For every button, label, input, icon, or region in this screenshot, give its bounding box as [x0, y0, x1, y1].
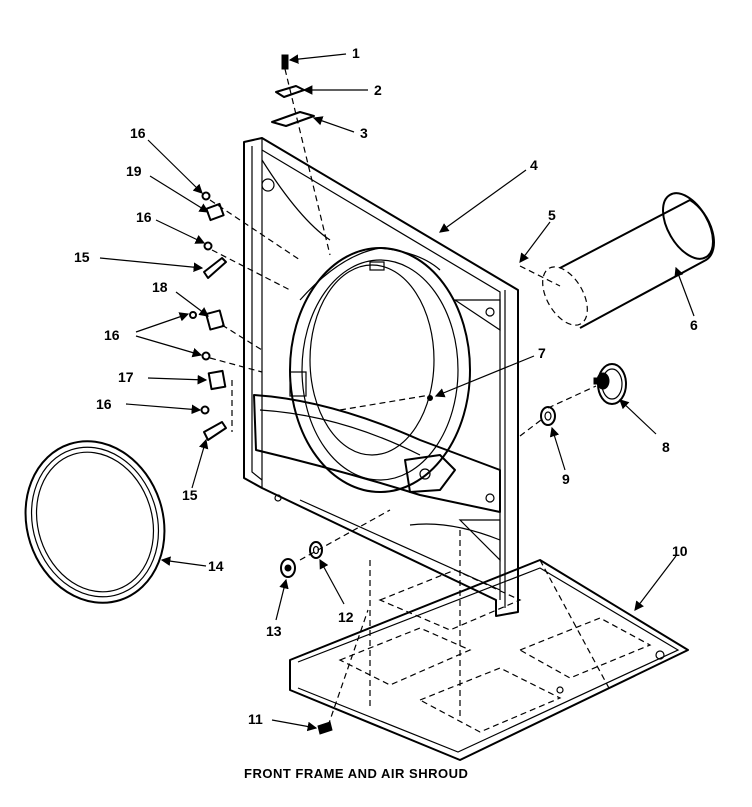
door-gasket-ring	[24, 440, 166, 604]
air-duct-cylinder	[542, 192, 715, 329]
callout-1: 1	[352, 45, 360, 61]
bottom-hardware	[280, 509, 391, 735]
callout-16-a: 16	[130, 125, 146, 141]
callout-5: 5	[548, 207, 556, 223]
callout-16-b: 16	[136, 209, 152, 225]
callout-16-c: 16	[104, 327, 120, 343]
callout-8: 8	[662, 439, 670, 455]
callout-15-lower: 15	[182, 487, 198, 503]
callout-16-d: 16	[96, 396, 112, 412]
roller-washer	[540, 406, 556, 426]
diagram-caption: FRONT FRAME AND AIR SHROUD	[244, 766, 468, 781]
callout-6: 6	[690, 317, 698, 333]
callout-labels: 1 2 3 4 5 6 7 8 9 10 11 12 13 14 15 15 1…	[74, 45, 698, 727]
callout-12: 12	[338, 609, 354, 625]
callout-10: 10	[672, 543, 688, 559]
top-screw-and-clip	[271, 54, 331, 256]
base-plate	[289, 530, 689, 761]
callout-15-upper: 15	[74, 249, 90, 265]
callout-3: 3	[360, 125, 368, 141]
callout-2: 2	[374, 82, 382, 98]
callout-19: 19	[126, 163, 142, 179]
callout-17: 17	[118, 369, 134, 385]
callout-18: 18	[152, 279, 168, 295]
drum-roller	[593, 363, 627, 405]
callout-11: 11	[248, 711, 263, 727]
callout-4: 4	[530, 157, 538, 173]
front-frame	[243, 137, 519, 617]
leader-lines	[99, 53, 695, 732]
callout-13: 13	[266, 623, 282, 639]
assembly-lines	[339, 265, 597, 437]
callout-14: 14	[208, 558, 224, 574]
left-side-hardware	[189, 191, 301, 441]
callout-9: 9	[562, 471, 570, 487]
callout-7: 7	[538, 345, 546, 361]
